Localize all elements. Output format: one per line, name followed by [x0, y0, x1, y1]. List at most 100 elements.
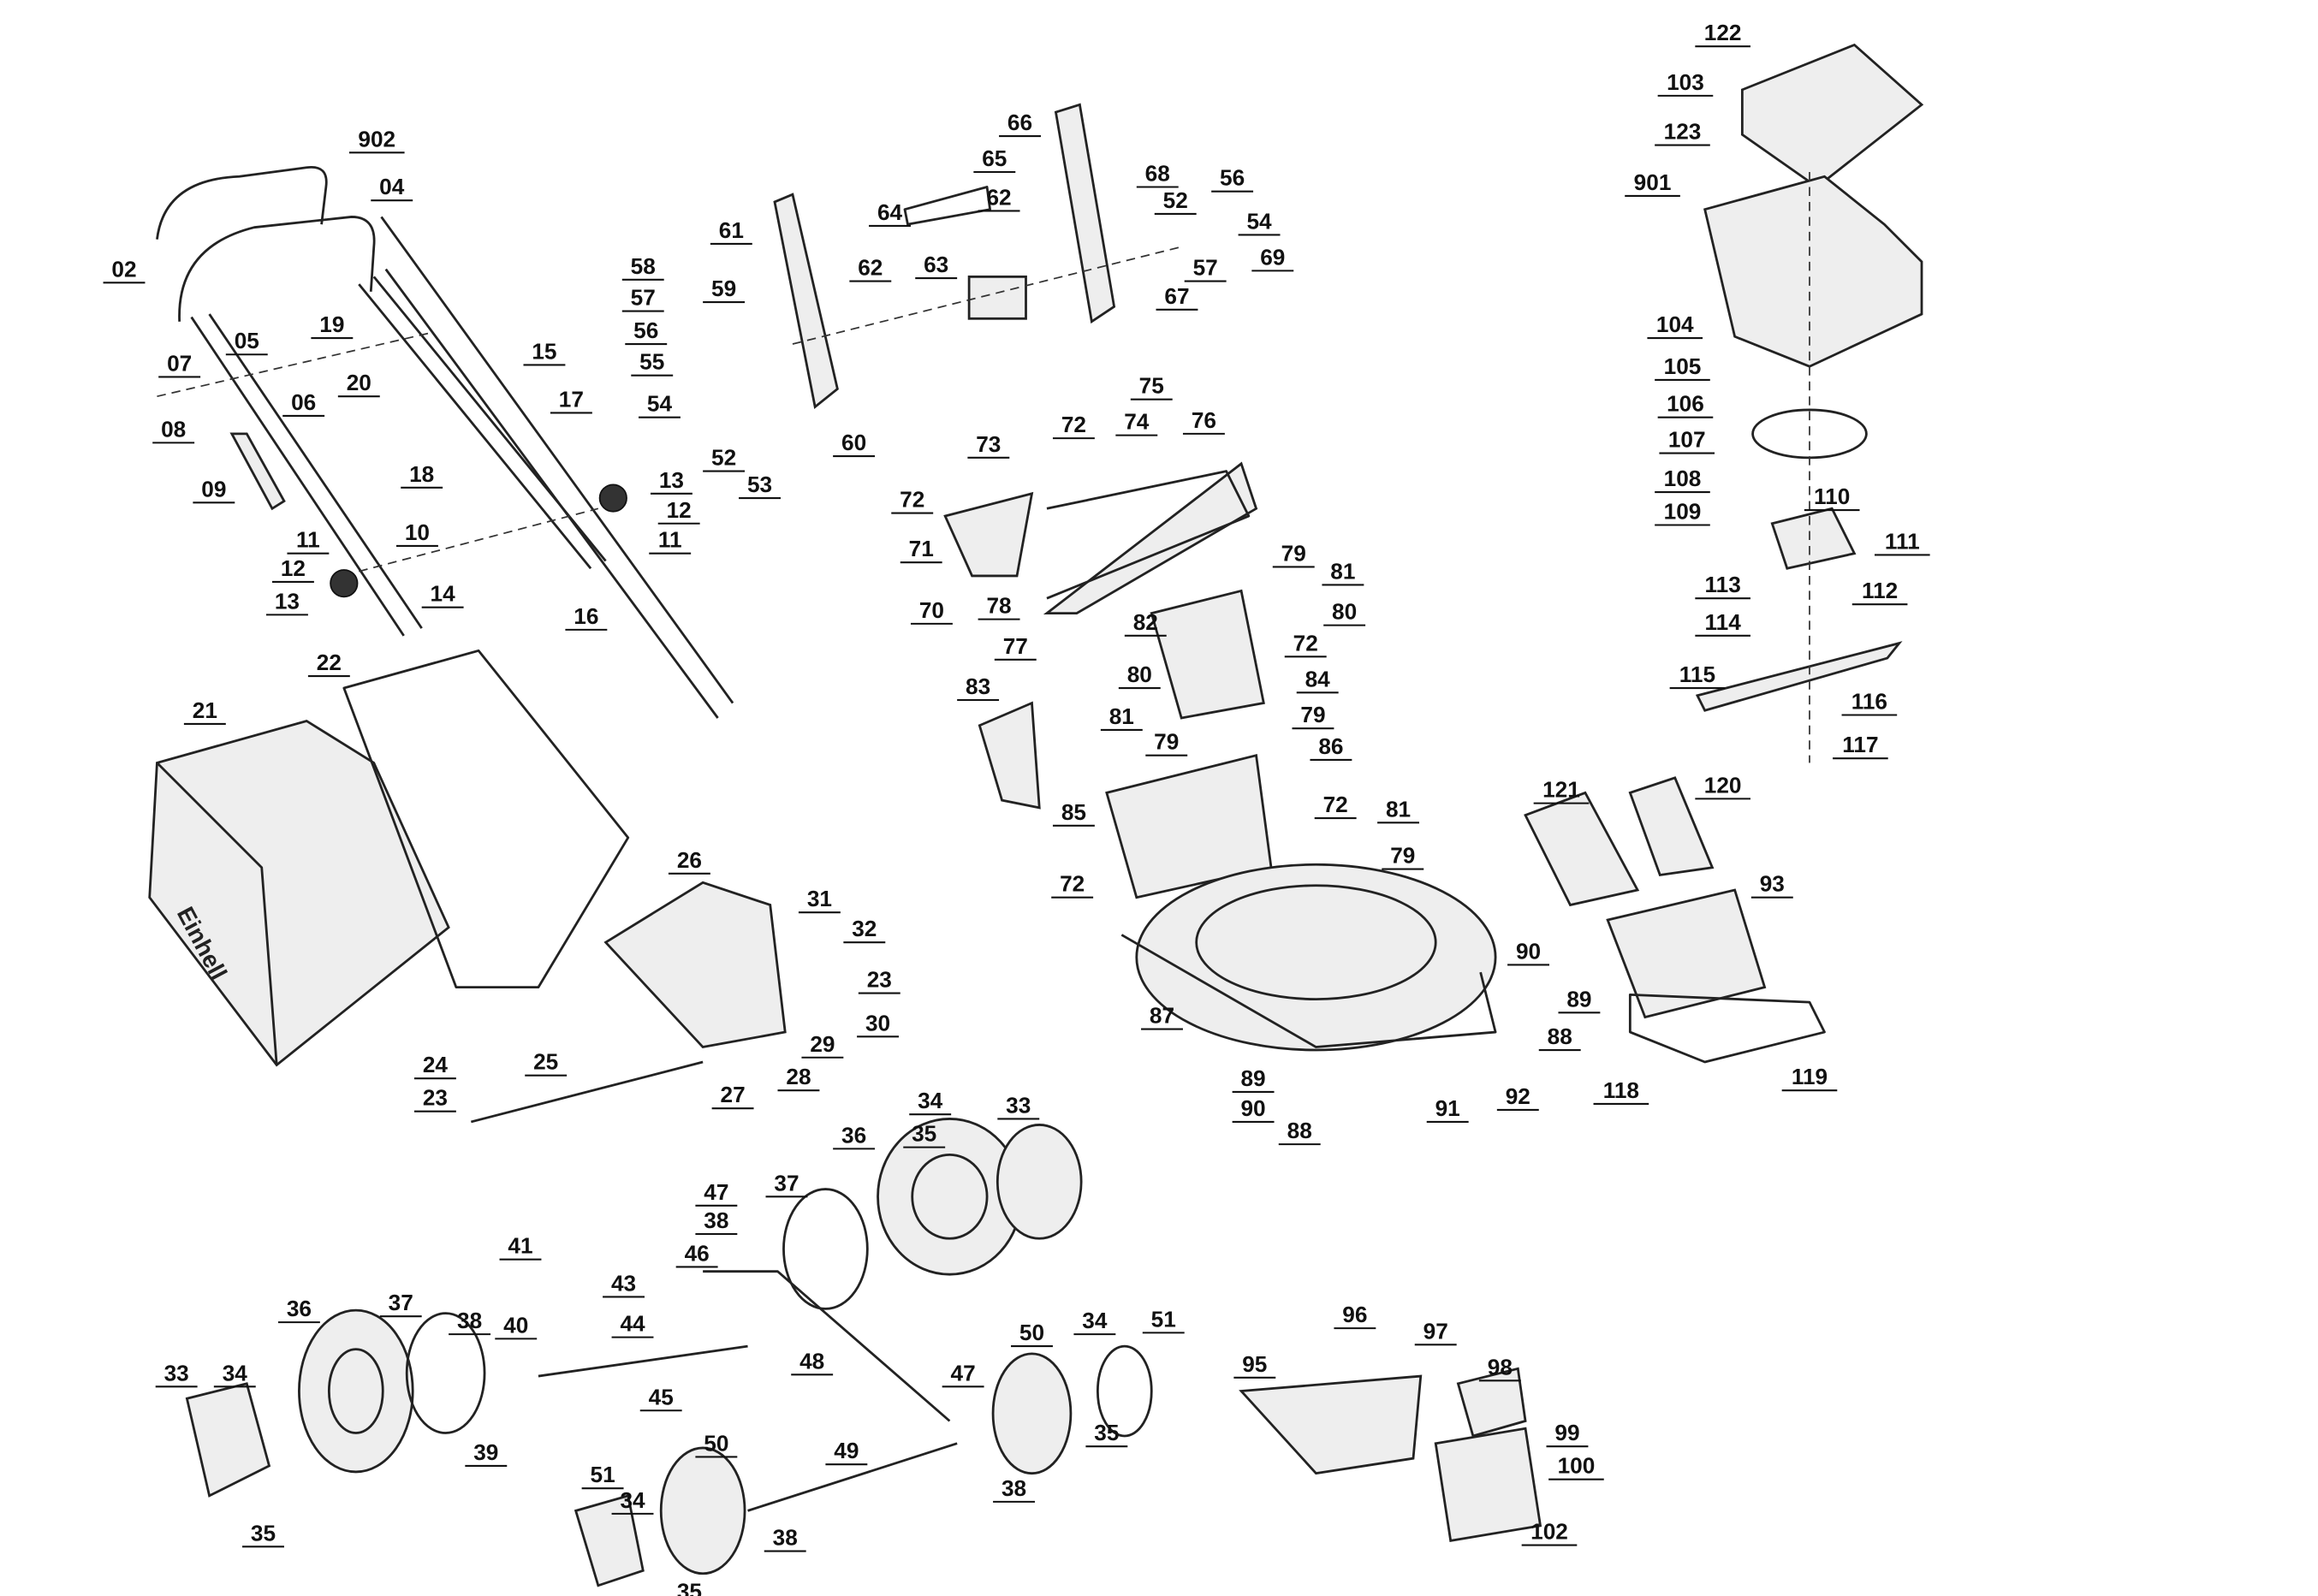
part-label-78: 78: [978, 593, 1020, 620]
part-label-90: 90: [1507, 938, 1549, 966]
mower-deck: [1135, 863, 1497, 1052]
part-number: 80: [1332, 599, 1357, 625]
part-label-28: 28: [777, 1064, 820, 1092]
part-number: 71: [909, 536, 934, 561]
part-label-25: 25: [525, 1049, 568, 1077]
part-number: 901: [1634, 169, 1672, 195]
part-label-35: 35: [903, 1121, 946, 1148]
part-number: 38: [457, 1308, 482, 1333]
part-label-89: 89: [1232, 1065, 1275, 1094]
part-number: 35: [251, 1520, 276, 1546]
part-number: 85: [1061, 799, 1086, 825]
part-label-68: 68: [1136, 160, 1179, 188]
part-number: 95: [1242, 1351, 1267, 1377]
part-label-113: 113: [1695, 572, 1750, 600]
part-label-91: 91: [1426, 1095, 1469, 1123]
part-number: 47: [704, 1179, 728, 1205]
part-number: 57: [631, 285, 656, 311]
part-number: 38: [1001, 1475, 1026, 1501]
part-label-26: 26: [668, 847, 710, 875]
part-number: 68: [1145, 160, 1170, 186]
part-label-79: 79: [1292, 702, 1334, 730]
part-label-80: 80: [1323, 599, 1366, 626]
part-label-52: 52: [1154, 187, 1197, 215]
part-label-120: 120: [1695, 772, 1750, 800]
part-label-55: 55: [631, 349, 674, 377]
part-number: 74: [1124, 409, 1150, 435]
part-label-39: 39: [465, 1439, 508, 1467]
part-number: 13: [275, 588, 300, 614]
part-label-902: 902: [348, 126, 405, 154]
part-number: 58: [631, 253, 656, 279]
part-number: 14: [431, 581, 456, 607]
part-label-34: 34: [1073, 1308, 1116, 1336]
mulch-plug: [1239, 1374, 1423, 1475]
part-number: 06: [291, 389, 316, 415]
part-label-54: 54: [1238, 208, 1281, 236]
part-number: 16: [574, 603, 598, 629]
part-number: 02: [111, 256, 136, 282]
part-number: 73: [976, 431, 1001, 457]
part-label-115: 115: [1669, 662, 1726, 690]
part-label-50: 50: [1011, 1320, 1053, 1348]
part-label-86: 86: [1310, 733, 1352, 761]
part-number: 72: [900, 487, 924, 513]
part-label-93: 93: [1750, 871, 1793, 899]
part-label-119: 119: [1781, 1064, 1838, 1092]
part-number: 61: [719, 217, 744, 243]
part-label-10: 10: [395, 519, 438, 548]
part-number: 63: [924, 252, 948, 277]
part-label-110: 110: [1804, 484, 1860, 512]
part-number: 79: [1300, 702, 1325, 727]
part-number: 62: [858, 255, 883, 281]
part-number: 35: [677, 1578, 702, 1596]
part-number: 106: [1667, 391, 1704, 417]
part-number: 107: [1668, 427, 1706, 453]
part-number: 89: [1566, 986, 1591, 1012]
part-label-18: 18: [401, 461, 443, 489]
part-number: 75: [1139, 373, 1164, 399]
part-number: 35: [1094, 1420, 1119, 1445]
part-label-74: 74: [1115, 409, 1158, 436]
part-label-89: 89: [1558, 986, 1601, 1014]
part-label-95: 95: [1233, 1351, 1276, 1379]
part-number: 51: [1151, 1306, 1176, 1332]
part-label-35: 35: [1085, 1420, 1128, 1448]
part-label-47: 47: [942, 1360, 984, 1388]
part-label-72: 72: [1051, 871, 1094, 899]
part-number: 88: [1548, 1023, 1572, 1049]
part-number: 72: [1061, 412, 1086, 437]
part-label-60: 60: [833, 430, 876, 458]
part-label-36: 36: [277, 1296, 320, 1324]
part-number: 69: [1260, 244, 1285, 270]
part-number: 120: [1704, 772, 1742, 798]
part-label-02: 02: [103, 256, 146, 284]
part-label-46: 46: [675, 1240, 718, 1268]
part-label-901: 901: [1625, 169, 1680, 198]
handle-assembly: [156, 165, 734, 719]
part-number: 98: [1488, 1354, 1513, 1379]
part-label-72: 72: [1284, 630, 1327, 658]
part-label-38: 38: [695, 1207, 738, 1236]
part-number: 38: [704, 1207, 728, 1233]
part-number: 35: [912, 1121, 936, 1147]
part-number: 57: [1193, 255, 1218, 281]
part-label-83: 83: [957, 673, 1000, 702]
part-label-69: 69: [1251, 244, 1294, 272]
part-label-118: 118: [1593, 1077, 1649, 1105]
part-label-100: 100: [1548, 1453, 1604, 1480]
part-number: 72: [1293, 630, 1318, 656]
part-label-33: 33: [997, 1092, 1040, 1120]
part-number: 82: [1133, 609, 1158, 635]
part-number: 08: [161, 416, 186, 442]
part-label-11: 11: [649, 527, 692, 555]
part-label-51: 51: [581, 1462, 624, 1490]
gearbox-bracket: [773, 193, 839, 409]
part-label-121: 121: [1533, 777, 1590, 804]
grass-bag: Einhell: [148, 649, 630, 1067]
part-label-79: 79: [1272, 540, 1315, 568]
part-number: 56: [1220, 165, 1245, 191]
part-number: 36: [287, 1296, 312, 1321]
part-number: 37: [774, 1170, 799, 1196]
part-number: 32: [852, 916, 877, 941]
